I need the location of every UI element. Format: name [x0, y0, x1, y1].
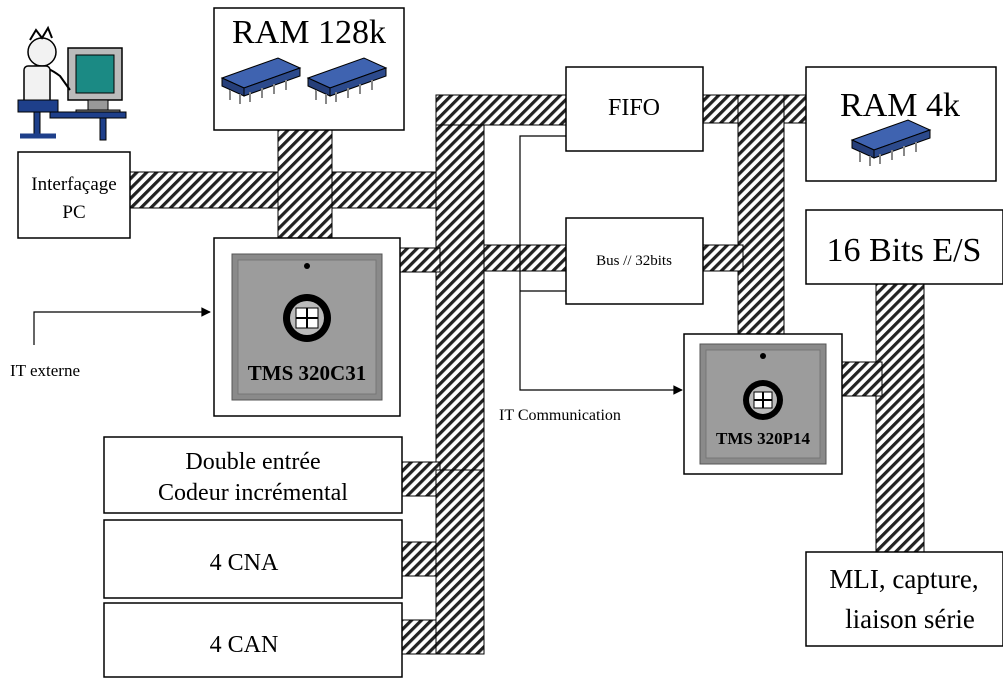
bus-dsp-backbone [399, 247, 441, 273]
data-buses [129, 94, 925, 655]
bus-ram128-dsp [277, 129, 333, 239]
bus-io-mli [875, 282, 925, 554]
dsp-slave-label: TMS 320P14 [716, 429, 810, 448]
it-communication-label: IT Communication [499, 407, 621, 424]
ram-4k-block: RAM 4k [805, 66, 997, 182]
fifo-label: FIFO [608, 95, 660, 121]
bus-to-fifo [435, 94, 567, 126]
mli-label-1: MLI, capture, [829, 564, 978, 594]
it-externe-label: IT externe [10, 361, 80, 380]
bus-codeur [399, 461, 441, 497]
cna-block: 4 CNA [103, 519, 403, 599]
bus-p14-io [841, 361, 883, 397]
fifo-block: FIFO [565, 66, 704, 152]
it-externe-signal: IT externe [10, 307, 211, 380]
dsp-tms320p14-block: TMS 320P14 [683, 333, 843, 475]
memory-chip-icon [306, 57, 388, 104]
interface-pc-label-2: PC [62, 202, 85, 223]
io-16bits-label: 16 Bits E/S [827, 232, 982, 269]
cna-label: 4 CNA [210, 550, 279, 576]
dsp-main-label: TMS 320C31 [248, 361, 366, 385]
interface-pc-block: Interfaçage PC [17, 151, 131, 239]
can-label: 4 CAN [210, 632, 279, 658]
bus-periph-vertical [435, 469, 485, 655]
ti-logo-icon [743, 380, 783, 420]
codeur-label-1: Double entrée [185, 449, 320, 475]
ti-logo-icon [283, 294, 331, 342]
ram-128k-label: RAM 128k [232, 14, 386, 51]
ram-128k-block: RAM 128k [213, 7, 405, 131]
bus-right-vertical [737, 94, 785, 336]
codeur-block: Double entrée Codeur incrémental [103, 436, 403, 514]
bus-to-bus32 [483, 244, 567, 272]
mli-label-2: liaison série [845, 604, 975, 634]
bus-bus32-right [702, 244, 744, 272]
mli-block: MLI, capture, liaison série [805, 551, 1003, 647]
memory-chip-icon [220, 57, 302, 104]
can-block: 4 CAN [103, 602, 403, 678]
it-communication-signal: IT Communication [499, 135, 683, 424]
bus-cna [399, 541, 441, 577]
dsp-tms320c31-block: TMS 320C31 [213, 237, 401, 417]
io-16bits-block: 16 Bits E/S [805, 209, 1003, 285]
bus-can [399, 619, 441, 655]
ram-4k-label: RAM 4k [840, 87, 960, 124]
bus32-label: Bus // 32bits [596, 253, 672, 269]
computer-user-icon [17, 25, 127, 141]
codeur-label-2: Codeur incrémental [158, 480, 348, 506]
memory-chip-icon [850, 119, 932, 166]
interface-pc-label-1: Interfaçage [31, 174, 116, 195]
bus32-block: Bus // 32bits [565, 217, 704, 305]
